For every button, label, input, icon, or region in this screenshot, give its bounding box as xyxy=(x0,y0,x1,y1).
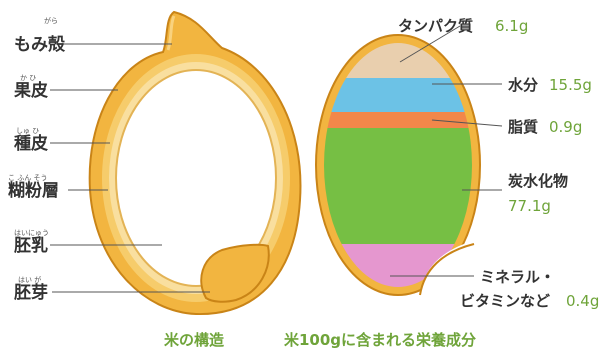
fat-value: 0.9g xyxy=(549,118,582,136)
endosperm xyxy=(115,69,277,287)
aleurone-ruby: こ ふん そう xyxy=(8,174,47,182)
seed-coat-ruby: しゅ ひ xyxy=(16,127,39,135)
nutrition-caption: 米100gに含まれる栄養成分 xyxy=(284,331,476,349)
mineral-label-line1: ミネラル・ xyxy=(480,268,555,286)
carbohydrate-value: 77.1g xyxy=(508,197,551,215)
husk-tip xyxy=(166,15,176,51)
mineral-label-line2: ビタミンなど xyxy=(460,292,550,310)
structure-leaders xyxy=(50,43,210,293)
fat-band xyxy=(324,112,472,128)
pericarp-label: 果皮 xyxy=(14,80,48,101)
aleurone-label: 糊粉層 xyxy=(8,180,59,201)
mineral-value: 0.4g xyxy=(566,292,599,310)
water-value: 15.5g xyxy=(549,76,592,94)
carbohydrate-label: 炭水化物 xyxy=(508,172,568,190)
germ-ruby: はい が xyxy=(18,275,41,284)
fat-label: 脂質 xyxy=(508,118,538,136)
structure-labels: がら もみ殻 か ひ 果皮 しゅ ひ 種皮 こ ふん そう 糊粉層 はいにゅう … xyxy=(8,16,66,303)
seed-coat-label: 種皮 xyxy=(14,133,48,154)
grain-structure xyxy=(88,10,302,316)
nutrition-labels: タンパク質 6.1g 水分 15.5g 脂質 0.9g 炭水化物 77.1g ミ… xyxy=(398,17,599,310)
protein-value: 6.1g xyxy=(495,17,528,35)
germ xyxy=(200,243,270,303)
husk-label: もみ殻 xyxy=(14,34,66,55)
germ-label: 胚芽 xyxy=(14,282,48,303)
nutrition-germ-edge xyxy=(419,243,475,296)
nutrition-grain xyxy=(315,34,490,300)
structure-caption: 米の構造 xyxy=(164,331,224,349)
endosperm-label: 胚乳 xyxy=(14,235,48,256)
nutrition-leaders xyxy=(390,25,503,277)
carbohydrate-band xyxy=(324,128,472,244)
endosperm-ruby: はいにゅう xyxy=(14,229,49,237)
husk-ruby: がら xyxy=(44,16,58,25)
pericarp-ruby: か ひ xyxy=(20,74,36,82)
protein-label: タンパク質 xyxy=(398,17,473,35)
water-label: 水分 xyxy=(508,76,538,94)
nutrition-germ-notch xyxy=(420,240,490,300)
